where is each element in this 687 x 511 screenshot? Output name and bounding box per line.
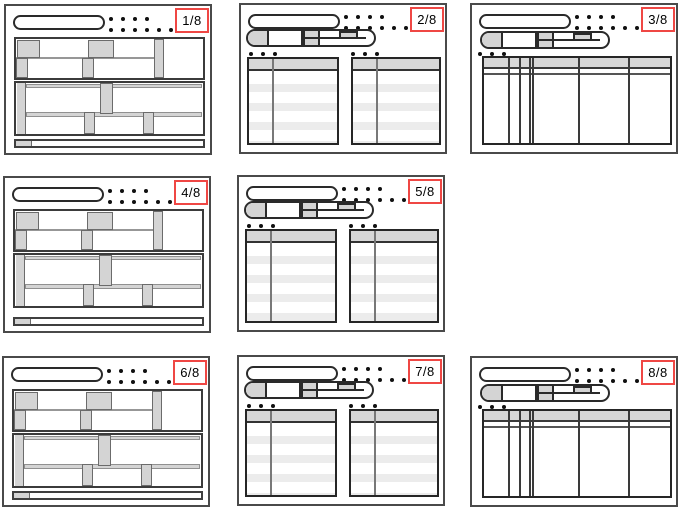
ellipsis-dots <box>249 52 277 56</box>
title-pill <box>13 15 105 30</box>
data-table <box>349 409 439 497</box>
toolbar-pill <box>246 29 376 47</box>
page-number-badge: 8/8 <box>641 360 675 385</box>
screen-thumbnail-2: 2/8 <box>239 3 447 154</box>
title-pill <box>479 367 571 382</box>
ellipsis-dots <box>349 404 377 408</box>
data-table <box>245 409 337 497</box>
ellipsis-dots <box>349 224 377 228</box>
screen-thumbnail-6: 6/8 <box>2 356 210 507</box>
ellipsis-dots <box>351 52 379 56</box>
screen-thumbnail-7: 7/8 <box>237 355 445 506</box>
ellipsis-dots <box>107 369 147 373</box>
content-blocks-band <box>13 209 204 252</box>
data-table <box>245 229 337 323</box>
ellipsis-dots <box>575 15 615 19</box>
title-pill <box>11 367 103 382</box>
ellipsis-dots <box>575 379 639 383</box>
toolbar-pill <box>244 381 374 399</box>
page-number-badge: 6/8 <box>173 360 207 385</box>
footer-bar <box>13 317 204 326</box>
ellipsis-dots <box>478 52 506 56</box>
footer-bar <box>12 491 203 500</box>
data-table <box>247 57 339 145</box>
ellipsis-dots <box>109 28 173 32</box>
data-table <box>482 409 672 498</box>
ellipsis-dots <box>108 189 148 193</box>
screen-thumbnail-8: 8/8 <box>470 356 678 507</box>
ellipsis-dots <box>108 200 172 204</box>
toolbar-pill <box>244 201 374 219</box>
ellipsis-dots <box>247 404 275 408</box>
ellipsis-dots <box>247 224 275 228</box>
toolbar-pill <box>480 31 610 49</box>
title-pill <box>479 14 571 29</box>
ellipsis-dots <box>344 26 408 30</box>
title-pill <box>248 14 340 29</box>
page-number-badge: 5/8 <box>408 179 442 204</box>
page-number-badge: 1/8 <box>175 8 209 33</box>
ellipsis-dots <box>478 405 506 409</box>
data-table <box>349 229 439 323</box>
ellipsis-dots <box>342 378 406 382</box>
ellipsis-dots <box>342 367 382 371</box>
footer-bar <box>14 139 205 148</box>
page-number-badge: 2/8 <box>410 7 444 32</box>
page-number-badge: 7/8 <box>408 359 442 384</box>
title-pill <box>246 186 338 201</box>
ellipsis-dots <box>575 26 639 30</box>
ellipsis-dots <box>107 380 171 384</box>
toolbar-pill <box>480 384 610 402</box>
content-blocks-band <box>12 433 203 488</box>
title-pill <box>12 187 104 202</box>
page-number-badge: 3/8 <box>641 7 675 32</box>
page-number-badge: 4/8 <box>174 180 208 205</box>
ellipsis-dots <box>109 17 149 21</box>
screen-thumbnail-4: 4/8 <box>3 176 211 333</box>
ellipsis-dots <box>342 187 382 191</box>
screen-thumbnail-3: 3/8 <box>470 3 678 154</box>
screen-thumbnail-1: 1/8 <box>4 4 212 155</box>
content-blocks-band <box>14 81 205 136</box>
ellipsis-dots <box>344 15 384 19</box>
title-pill <box>246 366 338 381</box>
content-blocks-band <box>12 389 203 432</box>
screen-thumbnail-5: 5/8 <box>237 175 445 332</box>
content-blocks-band <box>13 253 204 308</box>
ellipsis-dots <box>575 368 615 372</box>
data-table <box>351 57 441 145</box>
data-table <box>482 56 672 145</box>
ellipsis-dots <box>342 198 406 202</box>
content-blocks-band <box>14 37 205 80</box>
